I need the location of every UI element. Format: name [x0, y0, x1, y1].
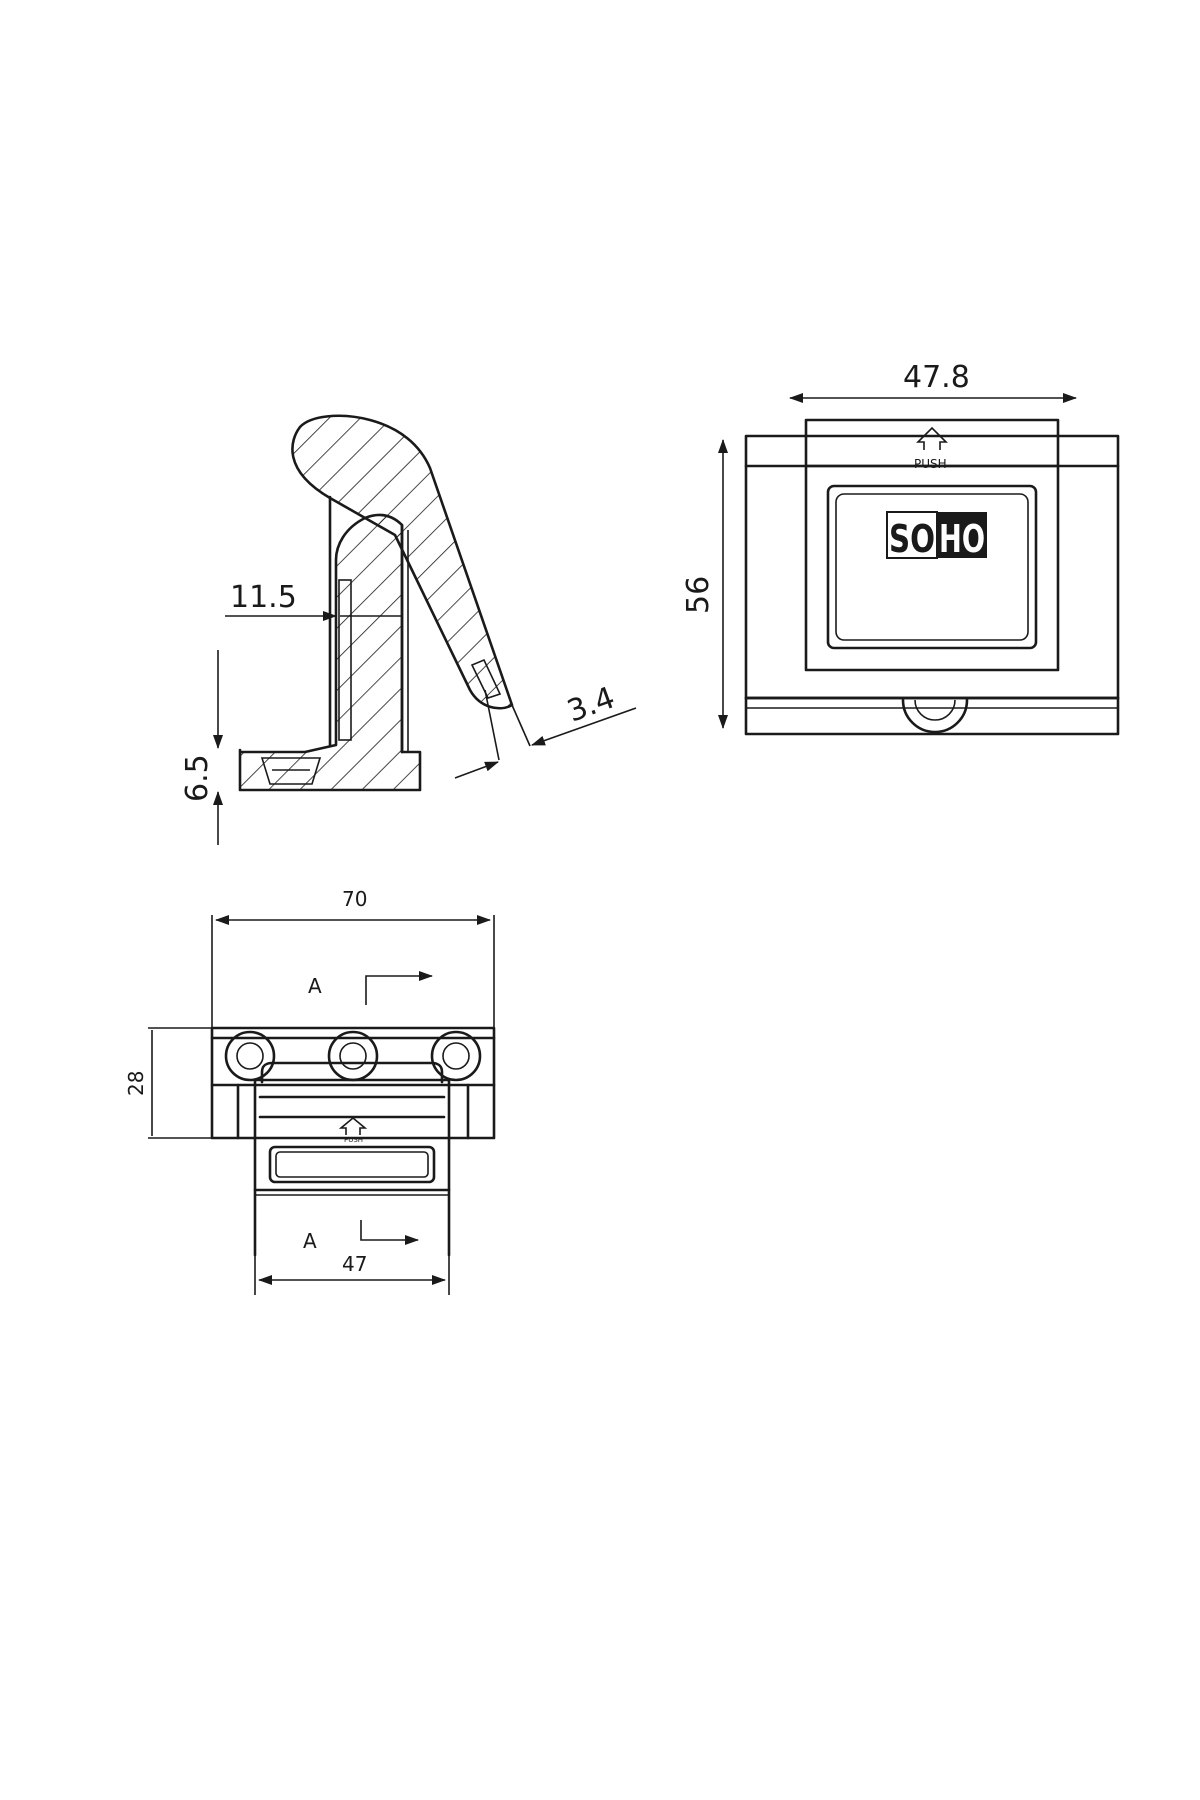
base-section: [238, 495, 422, 792]
section-mark-top: A: [308, 971, 433, 1005]
front-outer-frame: [744, 434, 1120, 700]
dim-front-width-label: 47.8: [903, 360, 970, 395]
push-arrow-small-icon: [338, 1116, 368, 1135]
dim-top-width-label: 70: [342, 887, 367, 911]
section-mark-bottom: A: [303, 1220, 419, 1253]
section-a-bottom-label: A: [303, 1229, 317, 1253]
dim-front-width: 47.8: [789, 360, 1077, 403]
front-handle-plate[interactable]: [804, 418, 1060, 672]
push-label-top: PUSH: [344, 1136, 363, 1144]
top-base-plate: [210, 1026, 496, 1140]
soho-logo: SO HO: [886, 511, 987, 561]
dim-top-inner-width-label: 47: [342, 1252, 367, 1276]
dim-side-width: 11.5: [225, 580, 402, 621]
dim-front-height: 56: [681, 439, 728, 729]
top-view: PUSH A A 70 28: [124, 887, 496, 1295]
dim-top-inner-width: 47: [254, 1252, 450, 1295]
push-label-front: PUSH: [914, 457, 947, 471]
dim-side-height: 6.5: [180, 650, 223, 845]
logo-text-right: HO: [939, 517, 985, 561]
front-bottom-rail: [744, 696, 1120, 736]
side-section-view: 11.5 6.5 3.4: [180, 414, 637, 845]
dim-side-height-label: 6.5: [180, 754, 215, 802]
dim-top-height-label: 28: [124, 1071, 148, 1096]
dim-top-width: 70: [211, 887, 495, 1028]
dim-front-height-label: 56: [681, 576, 716, 614]
push-arrow-icon: [916, 426, 948, 450]
screw-hole-right-icon: [430, 1030, 482, 1082]
top-lever-plate[interactable]: [260, 1061, 444, 1084]
screw-hole-left-icon: [224, 1030, 276, 1082]
front-view: PUSH SO HO 47.8 56: [681, 360, 1120, 736]
dim-side-width-label: 11.5: [230, 580, 297, 615]
dim-top-height: 28: [124, 1027, 212, 1139]
dim-side-thickness-label: 3.4: [563, 680, 620, 729]
logo-text-left: SO: [889, 517, 935, 561]
section-a-top-label: A: [308, 974, 322, 998]
front-screw-icon: [901, 698, 969, 734]
